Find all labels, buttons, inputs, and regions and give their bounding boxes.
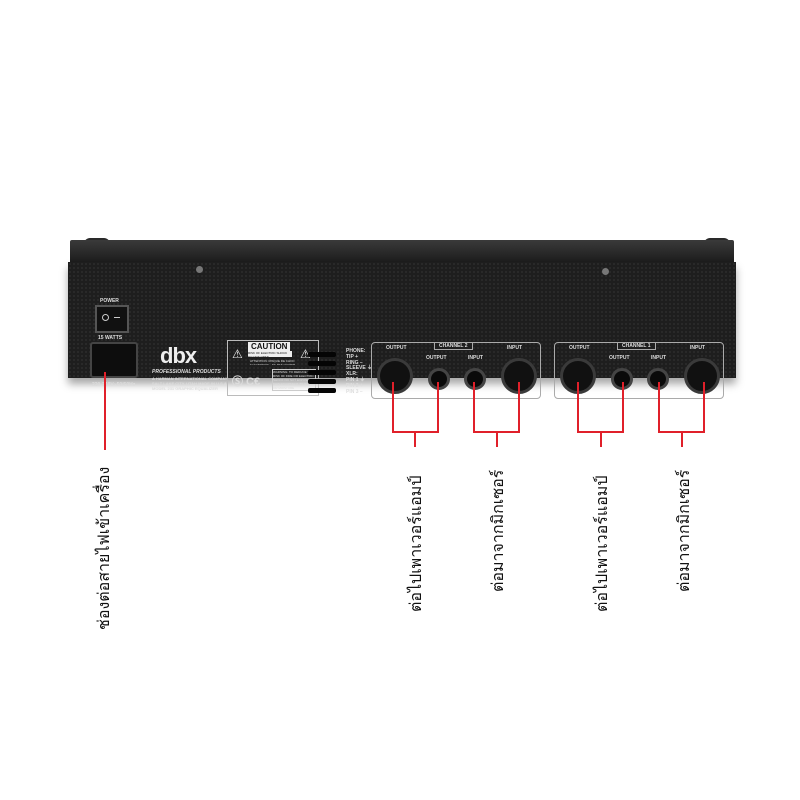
attention-text: ATTENTION: RISQUE DE CHOC ELECTRIQUE - N… [250,359,296,365]
channel-2-section: CHANNEL 2 OUTPUT OUTPUT INPUT INPUT [371,342,541,399]
dbx-logo: dbx [160,343,197,368]
channel-1-section: CHANNEL 1 OUTPUT OUTPUT INPUT INPUT [554,342,724,399]
input-xlr-label: INPUT [690,345,705,351]
phone-output-jack [428,368,450,390]
channel-title: CHANNEL 2 [434,342,473,350]
screw [196,266,203,273]
caution-title: CAUTION [248,342,291,351]
chassis-top [70,240,734,264]
voltage-label: 220-240V~50/60Hz [92,382,136,388]
caution-label: CAUTION RISK OF ELECTRIC SHOCK DO NOT OP… [227,340,319,396]
vent-slot [308,379,336,384]
watts-label: 15 WATTS [98,335,123,341]
pin-legend: PHONE: TIP + RING − SLEEVE ⏚ XLR: PIN 1 … [346,348,373,395]
annotation-ch2-input: ต่อมาจากมิกเซอร์ [490,469,507,592]
output-xlr-label: OUTPUT [386,345,407,351]
caution-text: RISK OF ELECTRIC SHOCK DO NOT OPEN [248,351,292,357]
output-jack-label: OUTPUT [426,355,447,361]
annotation-power: ช่องต่อสายไฟเข้าเครื่อง [96,466,113,630]
xlr-input-connector [684,358,720,394]
company-line: SALT LAKE CITY, UTAH MADE IN U.S.A. [152,381,228,386]
certification-marks-icon: Ⓢ C€ [232,376,261,388]
channel-title: CHANNEL 1 [617,342,656,350]
phone-input-jack [464,368,486,390]
vent-slot [308,352,336,357]
warning-triangle-icon: ⚠ [300,347,311,361]
input-jack-label: INPUT [651,355,666,361]
power-switch [95,305,129,333]
input-xlr-label: INPUT [507,345,522,351]
company-line: MODEL 231 GRAPHIC EQUALIZER [152,386,218,391]
company-line: A HARMAN INTERNATIONAL COMPANY [152,376,229,381]
power-label: POWER [100,298,119,304]
warning-triangle-icon: ⚠ [232,347,243,361]
iec-power-inlet [90,342,138,378]
annotation-ch1-output: ต่อไปเพาเวอร์แอมป์ [594,475,611,612]
vent-slot [308,388,336,393]
vent-slot [308,361,336,366]
output-xlr-label: OUTPUT [569,345,590,351]
screw [602,268,609,275]
input-jack-label: INPUT [468,355,483,361]
annotation-ch1-input: ต่อมาจากมิกเซอร์ [676,469,693,592]
vent-slot [308,370,336,375]
brand-sub: PROFESSIONAL PRODUCTS [152,369,221,375]
xlr-output-connector [377,358,413,394]
callout-line [104,372,106,450]
output-jack-label: OUTPUT [609,355,630,361]
annotation-ch2-output: ต่อไปเพาเวอร์แอมป์ [408,475,425,612]
